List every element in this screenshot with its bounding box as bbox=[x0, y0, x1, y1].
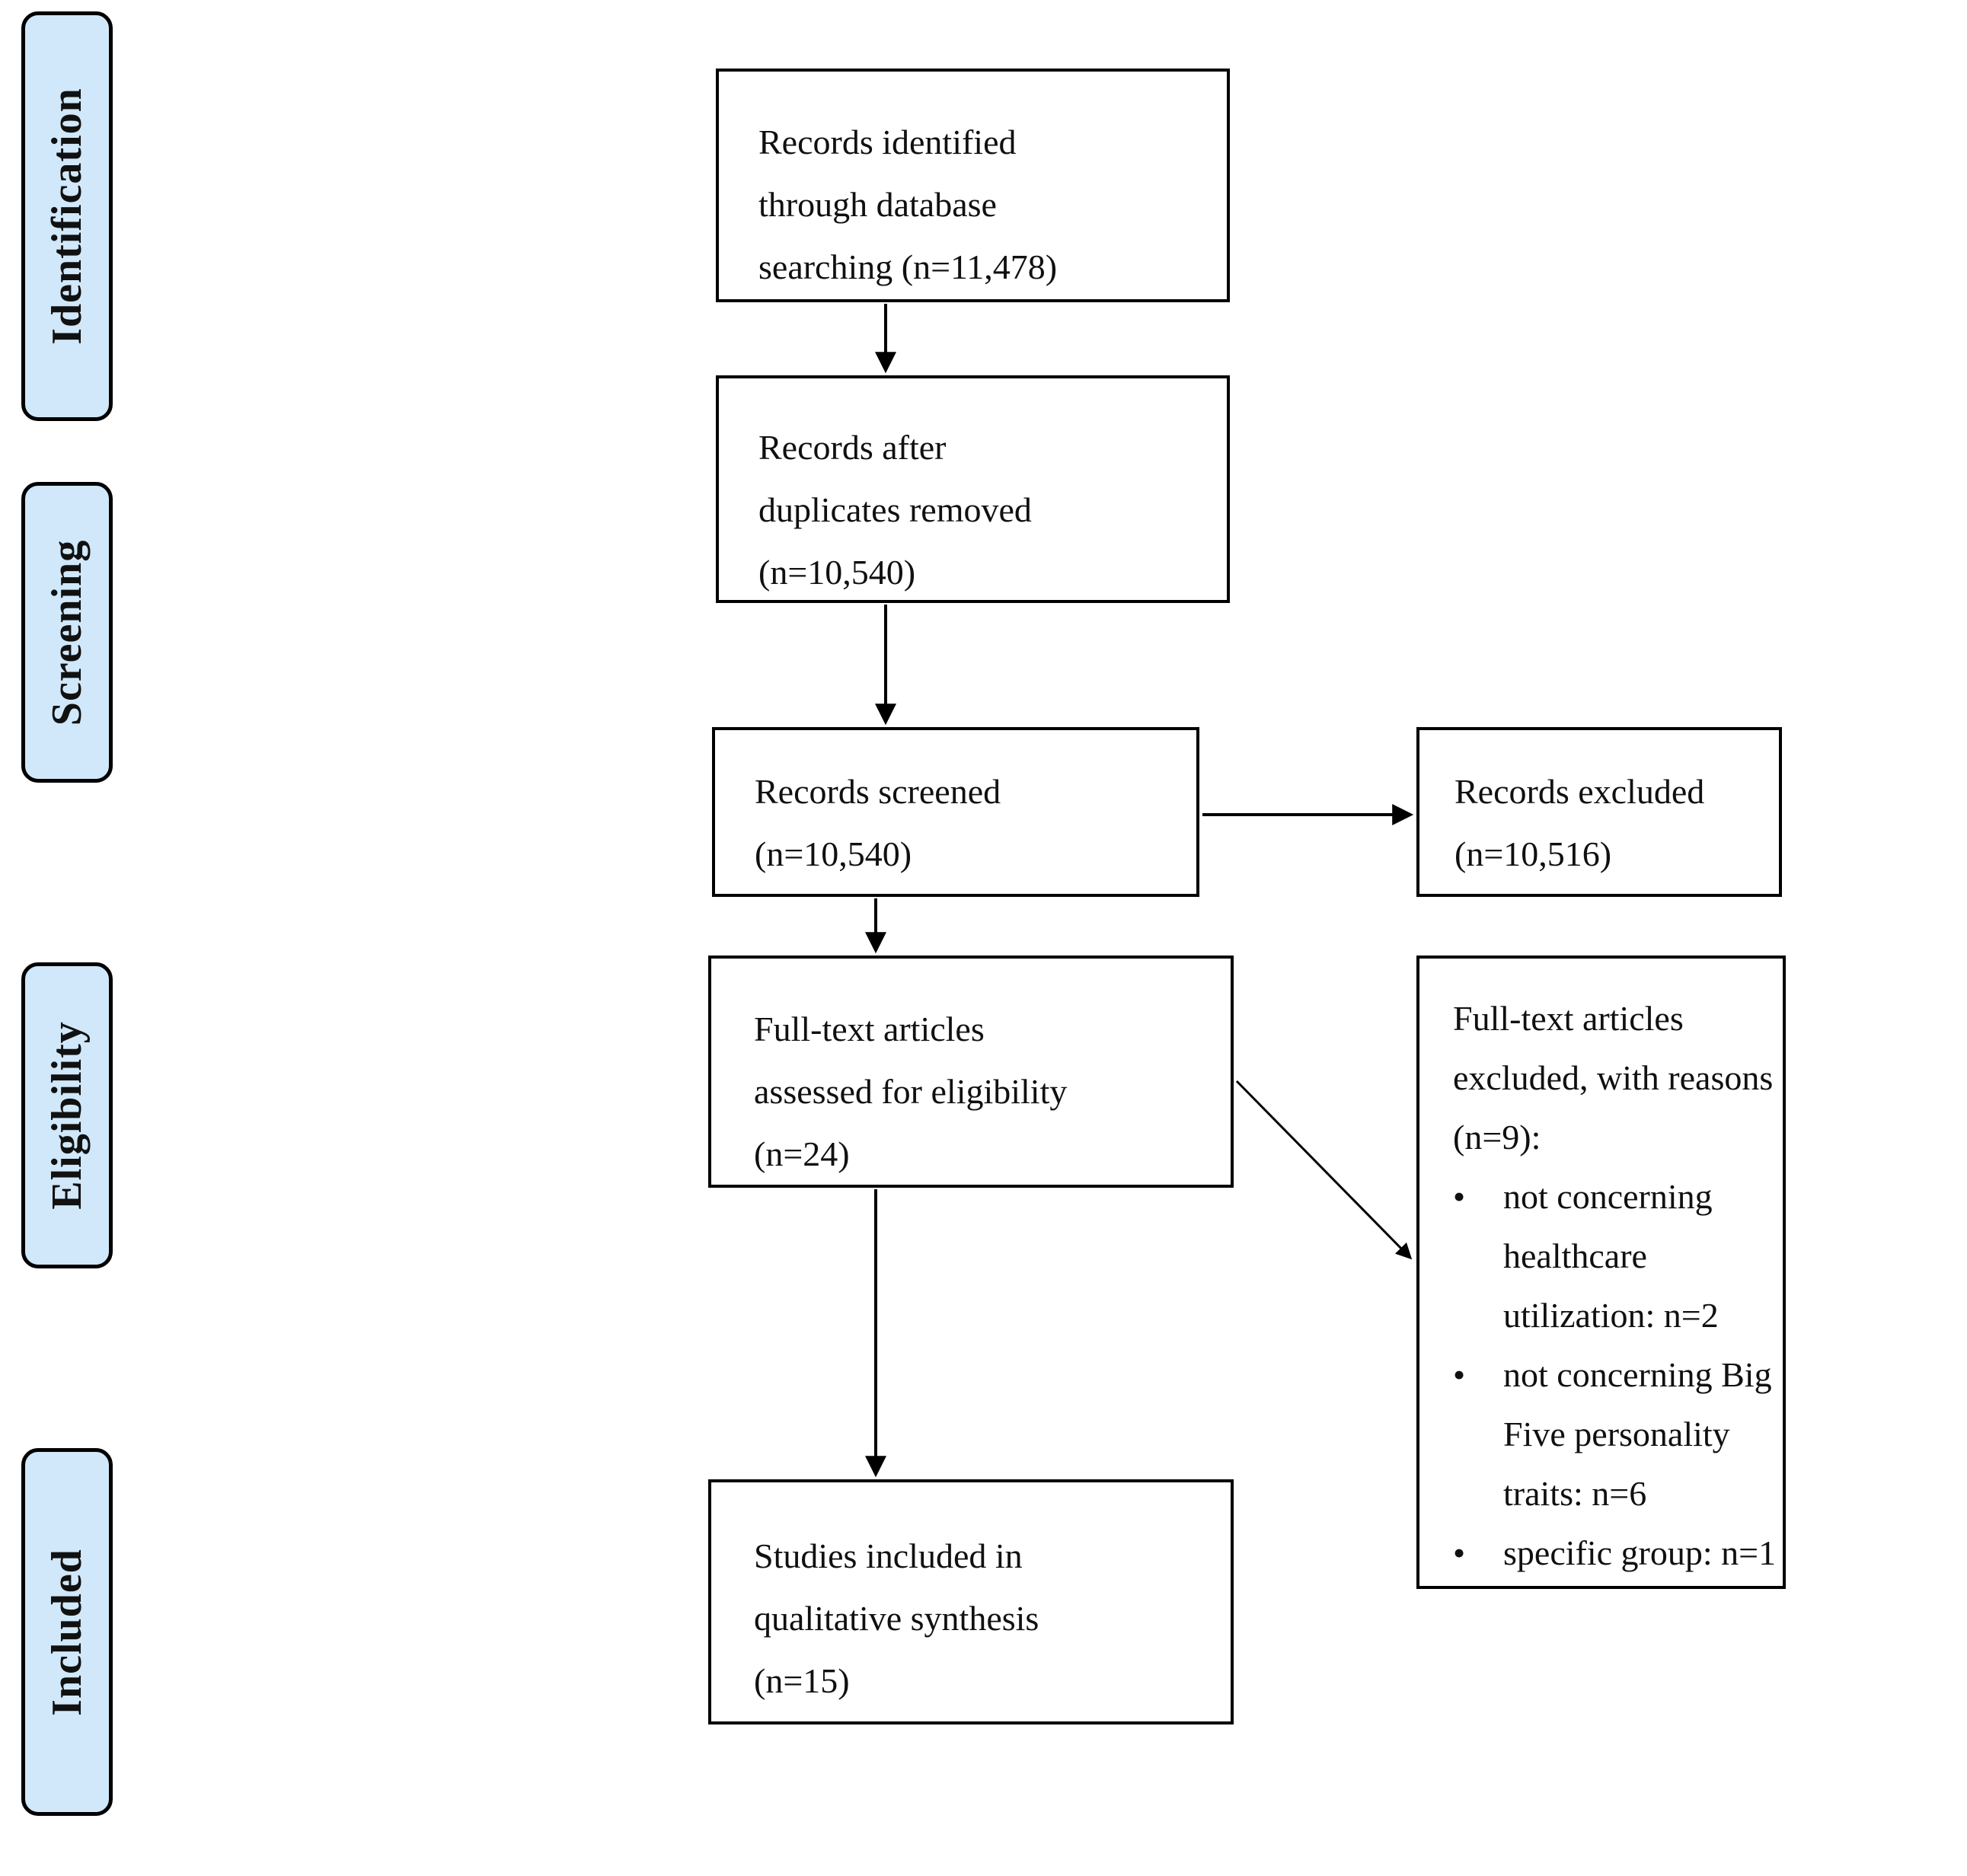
stage-label-screening: Screening bbox=[21, 482, 113, 783]
text-line: excluded, with reasons bbox=[1453, 1058, 1774, 1097]
box-records-screened: Records screened (n=10,540) bbox=[712, 727, 1199, 897]
text-line: (n=9): bbox=[1453, 1118, 1541, 1157]
text-line: Records identified bbox=[758, 123, 1017, 161]
text-line: utilization: n=2 bbox=[1503, 1296, 1719, 1335]
text-line: qualitative synthesis bbox=[754, 1599, 1039, 1638]
text-line: (n=15) bbox=[754, 1661, 850, 1700]
stage-label-text: Eligibility bbox=[43, 1021, 91, 1210]
text-line: Five personality bbox=[1503, 1415, 1730, 1453]
box-fulltext-assessed: Full-text articles assessed for eligibil… bbox=[708, 956, 1234, 1188]
bullet-icon: • bbox=[1453, 1177, 1466, 1216]
text-line: through database bbox=[758, 185, 997, 224]
text-line: Studies included in bbox=[754, 1536, 1023, 1575]
text-line: not concerning Big bbox=[1503, 1355, 1772, 1394]
stage-label-text: Screening bbox=[43, 539, 91, 726]
text-line: Records excluded bbox=[1454, 772, 1705, 811]
stage-label-eligibility: Eligibility bbox=[21, 962, 113, 1268]
stage-label-included: Included bbox=[21, 1448, 113, 1816]
bullet-item: • not concerning healthcare utilization:… bbox=[1453, 1167, 1771, 1345]
text-line: specific group: n=1 bbox=[1503, 1533, 1777, 1572]
box-records-after-duplicates: Records after duplicates removed (n=10,5… bbox=[716, 375, 1230, 603]
text-line: searching (n=11,478) bbox=[758, 247, 1058, 286]
bullet-icon: • bbox=[1453, 1533, 1466, 1572]
stage-label-text: Included bbox=[43, 1548, 91, 1716]
text-line: duplicates removed bbox=[758, 490, 1032, 529]
text-line: not concerning bbox=[1503, 1177, 1713, 1216]
text-line: traits: n=6 bbox=[1503, 1474, 1647, 1513]
text-line: (n=10,540) bbox=[758, 553, 916, 592]
text-line: healthcare bbox=[1503, 1236, 1647, 1275]
stage-label-identification: Identification bbox=[21, 11, 113, 421]
stage-label-text: Identification bbox=[43, 88, 91, 345]
box-records-identified: Records identified through database sear… bbox=[716, 69, 1230, 302]
bullet-item: • not concerning Big Five personality tr… bbox=[1453, 1345, 1772, 1523]
arrow-fulltext-to-excluded-reasons bbox=[1235, 1080, 1413, 1260]
text-line: Full-text articles bbox=[754, 1010, 985, 1048]
text-line: Records screened bbox=[755, 772, 1001, 811]
text-line: (n=10,540) bbox=[755, 834, 912, 873]
text-line: Records after bbox=[758, 428, 947, 467]
box-fulltext-excluded: Full-text articles excluded, with reason… bbox=[1416, 956, 1786, 1589]
bullet-item: • specific group: n=1 bbox=[1453, 1523, 1776, 1583]
box-records-excluded: Records excluded (n=10,516) bbox=[1416, 727, 1782, 897]
text-line: (n=10,516) bbox=[1454, 834, 1612, 873]
text-line: (n=24) bbox=[754, 1134, 850, 1173]
bullet-icon: • bbox=[1453, 1355, 1466, 1394]
text-line: Full-text articles bbox=[1453, 999, 1684, 1038]
text-line: assessed for eligibility bbox=[754, 1072, 1068, 1111]
box-studies-included: Studies included in qualitative synthesi… bbox=[708, 1479, 1234, 1724]
